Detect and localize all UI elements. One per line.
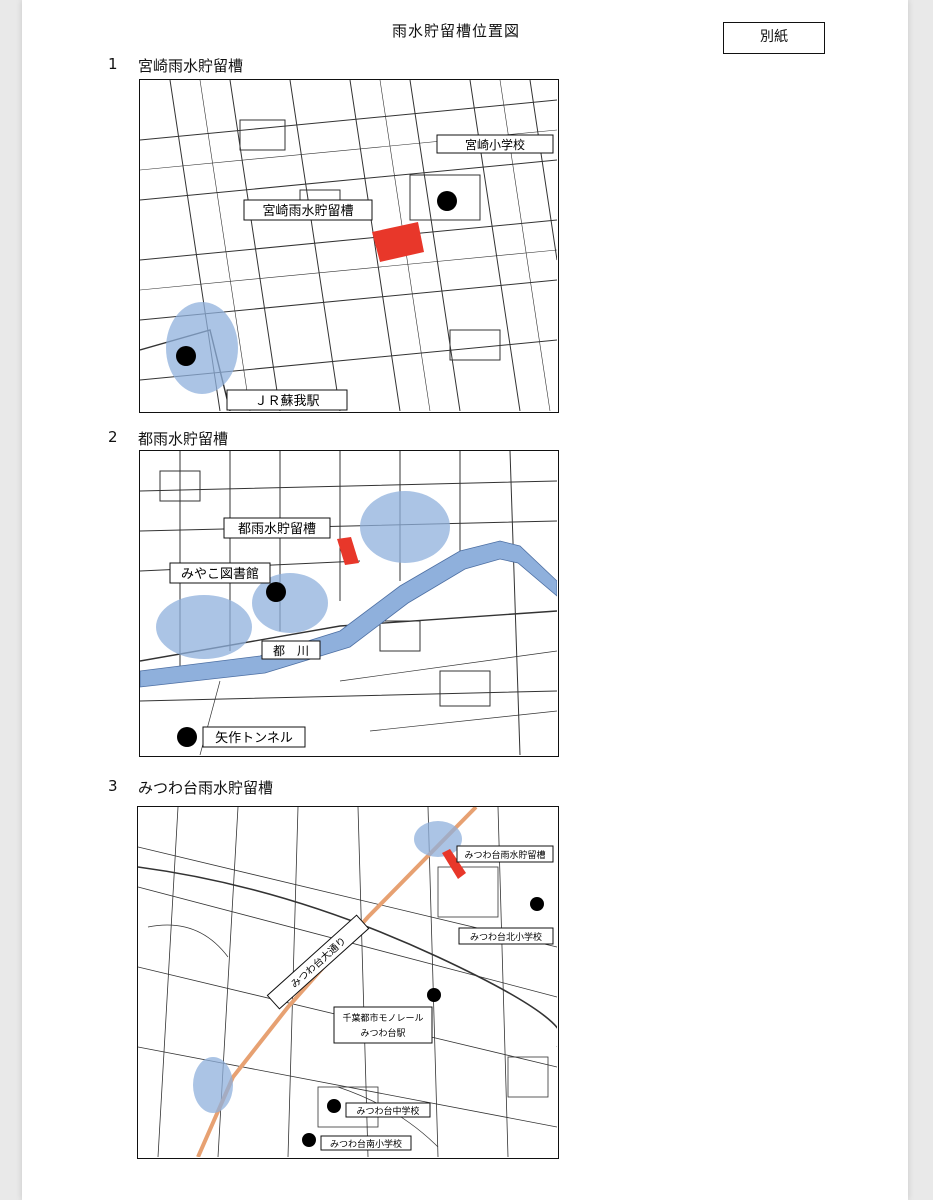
label-street: みつわ台大通り xyxy=(288,934,349,991)
flood-area xyxy=(156,595,252,659)
map-mitsuwadai: みつわ台雨水貯留槽 みつわ台北小学校 みつわ台大通り 千葉都市モノレール みつわ… xyxy=(137,806,559,1159)
point-marker xyxy=(427,988,441,1002)
point-marker xyxy=(176,346,196,366)
attachment-label: 別紙 xyxy=(723,22,825,54)
flood-area xyxy=(360,491,450,563)
label-tunnel: 矢作トンネル xyxy=(215,731,293,746)
tank-marker xyxy=(442,849,466,879)
map-miyazaki: 宮崎小学校 宮崎雨水貯留槽 ＪＲ蘇我駅 xyxy=(139,79,559,413)
flood-area xyxy=(414,821,462,857)
point-marker xyxy=(302,1133,316,1147)
river xyxy=(140,540,557,688)
point-marker xyxy=(327,1099,341,1113)
tank-marker xyxy=(337,537,359,565)
map-miyako: 都雨水貯留槽 みやこ図書館 都 川 矢作トンネル xyxy=(139,450,559,757)
tank-marker xyxy=(372,222,424,262)
label-monorail-line2: みつわ台駅 xyxy=(360,1027,405,1039)
section-2-title: 都雨水貯留槽 xyxy=(138,430,229,448)
label-middle-school: みつわ台中学校 xyxy=(356,1105,419,1117)
label-library: みやこ図書館 xyxy=(181,567,259,582)
label-river: 都 川 xyxy=(273,644,309,658)
document-title: 雨水貯留槽位置図 xyxy=(392,22,521,40)
flood-area xyxy=(193,1057,233,1113)
section-3-number: 3 xyxy=(108,777,118,795)
point-marker xyxy=(530,897,544,911)
point-marker xyxy=(437,191,457,211)
label-tank: 宮崎雨水貯留槽 xyxy=(262,203,353,219)
label-tank: みつわ台雨水貯留槽 xyxy=(464,849,545,861)
label-north-school: みつわ台北小学校 xyxy=(470,931,542,943)
label-school: 宮崎小学校 xyxy=(465,137,525,152)
label-monorail-line1: 千葉都市モノレール xyxy=(342,1012,423,1024)
section-1-title: 宮崎雨水貯留槽 xyxy=(138,57,244,75)
point-marker xyxy=(266,582,286,602)
point-marker xyxy=(177,727,197,747)
section-2-number: 2 xyxy=(108,428,118,446)
label-tank: 都雨水貯留槽 xyxy=(238,522,316,537)
label-south-school: みつわ台南小学校 xyxy=(330,1138,402,1150)
label-station: ＪＲ蘇我駅 xyxy=(254,394,319,409)
flood-area xyxy=(166,302,238,394)
section-1-number: 1 xyxy=(108,55,118,73)
section-3-title: みつわ台雨水貯留槽 xyxy=(138,779,274,797)
